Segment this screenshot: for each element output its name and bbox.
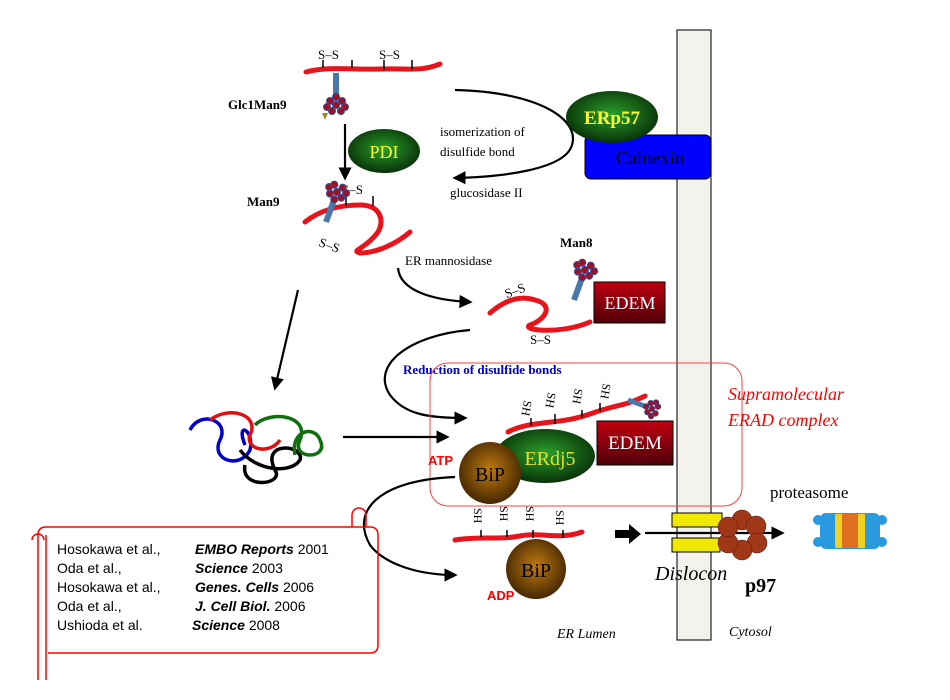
disulfide-label: S–S (317, 234, 342, 255)
arrow-to-misfolded (270, 289, 300, 391)
erp57-ellipse (566, 91, 658, 143)
svg-text:Hosokawa et al.,: Hosokawa et al., (57, 579, 161, 595)
edem-label: EDEM (605, 293, 656, 313)
disulfide-label: S–S (379, 47, 400, 62)
erad-complex-box (429, 362, 743, 507)
svg-text:Ushioda et al.: Ushioda et al. (57, 617, 143, 633)
dislocon-upper (671, 512, 723, 528)
erp57-label: ERp57 (584, 108, 640, 129)
reference-authors: Hosokawa et al., (57, 541, 161, 557)
svg-text:EMBO Reports 2001: EMBO Reports 2001 (195, 541, 329, 557)
dislocon-lower (671, 537, 721, 553)
reduction-label: Reduction of disulfide bonds (403, 362, 562, 377)
bip-label-2: BiP (521, 560, 551, 582)
reference-year: 2003 (252, 560, 283, 576)
dislocon-label: Dislocon (654, 563, 727, 585)
block-arrow (615, 524, 641, 544)
supramolecular-label: Supramolecular (728, 384, 845, 404)
svg-text:Science 2008: Science 2008 (192, 617, 280, 633)
pdi-label: PDI (369, 142, 398, 162)
isomerization-label: isomerization of (440, 124, 526, 139)
er-mannosidase-label: ER mannosidase (405, 253, 492, 268)
sh-label: SH (597, 382, 614, 400)
sh-label: SH (518, 399, 535, 417)
erad-complex-label: ERAD complex (727, 410, 838, 430)
bip-atp-circle (459, 442, 521, 504)
reference-year: 2008 (249, 617, 280, 633)
svg-text:Science 2003: Science 2003 (195, 560, 283, 576)
glucosidase-label: glucosidase II (450, 185, 523, 200)
isomerization-label-2: disulfide bond (440, 144, 515, 159)
sh-label: SH (569, 387, 586, 405)
bip-label: BiP (475, 464, 505, 486)
reference-authors: Oda et al., (57, 598, 122, 614)
edem-label-complex: EDEM (608, 433, 662, 454)
svg-text:J. Cell Biol. 2006: J. Cell Biol. 2006 (195, 598, 306, 614)
er-lumen-label: ER Lumen (556, 627, 616, 642)
man8-protein: S–S S–S (487, 256, 601, 347)
reference-journal: EMBO Reports (195, 541, 294, 557)
sh-label: SH (471, 508, 485, 524)
cytosol-label: Cytosol (729, 625, 772, 640)
p97-ring (717, 509, 768, 561)
references-list: Hosokawa et al., EMBO Reports 2001 Oda e… (57, 541, 329, 633)
sh-label: SH (553, 510, 567, 526)
released-protein: SH SH SH SH (452, 506, 585, 543)
erdj5-label: ERdj5 (524, 448, 575, 470)
reduction-arrow (383, 328, 471, 425)
bip-adp-circle (506, 539, 566, 599)
reference-year: 2006 (283, 579, 314, 595)
reference-authors: Ushioda et al. (57, 617, 143, 633)
reference-authors: Oda et al., (57, 560, 122, 576)
misfolded-protein-tangle (188, 411, 324, 485)
glc1man9-label: Glc1Man9 (228, 97, 287, 112)
reference-year: 2006 (274, 598, 305, 614)
mannosidase-arrow (396, 267, 473, 309)
reference-journal: Science (192, 617, 245, 633)
calnexin-label: Calnexin (616, 148, 685, 169)
adp-label: ADP (487, 588, 515, 603)
p97-label: p97 (745, 575, 776, 597)
man9-protein: S–S S–S (302, 178, 413, 256)
reference-journal: Science (195, 560, 248, 576)
atp-label: ATP (428, 453, 453, 468)
calnexin-box (584, 134, 712, 180)
edem-box-complex (596, 420, 674, 466)
sh-label: SH (542, 391, 559, 409)
svg-text:Hosokawa et al.,: Hosokawa et al., (57, 541, 161, 557)
disulfide-label: S–S (503, 280, 528, 301)
bip-cycle-arrow (362, 475, 458, 582)
disulfide-label: S–S (530, 332, 551, 347)
reference-year: 2001 (298, 541, 329, 557)
proteasome-label: proteasome (770, 483, 848, 502)
reference-journal: J. Cell Biol. (195, 598, 270, 614)
svg-text:Oda et al.,: Oda et al., (57, 598, 122, 614)
edem-box (593, 281, 666, 324)
reference-journal: Genes. Cells (195, 579, 279, 595)
glc1man9-protein: S–S S–S (303, 47, 443, 120)
sh-label: SH (523, 506, 537, 522)
proteasome-icon (813, 513, 887, 549)
sh-label: SH (497, 506, 511, 522)
pdi-ellipse (348, 129, 420, 173)
man8-label: Man8 (560, 235, 593, 250)
svg-text:Oda et al.,: Oda et al., (57, 560, 122, 576)
calnexin-cycle-arrow (452, 88, 575, 185)
svg-text:Genes. Cells 2006: Genes. Cells 2006 (195, 579, 314, 595)
reference-authors: Hosokawa et al., (57, 579, 161, 595)
reduced-protein: SH SH SH SH (505, 382, 664, 435)
references-scroll (31, 507, 379, 680)
man9-label: Man9 (247, 194, 280, 209)
disulfide-label: S–S (318, 47, 339, 62)
